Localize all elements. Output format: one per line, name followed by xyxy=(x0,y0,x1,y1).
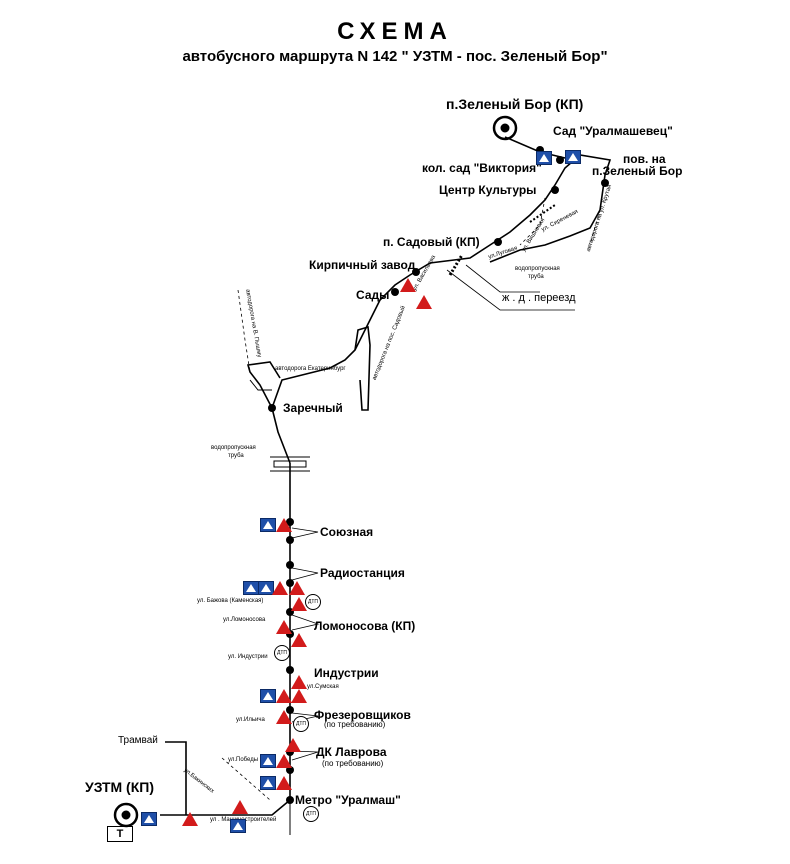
warning-sign-icon xyxy=(272,581,288,595)
stop-sadovy: п. Садовый (КП) xyxy=(383,235,480,249)
leader-lines xyxy=(291,264,575,761)
street-pobedy: ул.Победы xyxy=(228,757,259,763)
warning-sign-icon xyxy=(232,800,248,814)
tram-box: Т xyxy=(107,826,133,842)
stop-radiostanciya: Радиостанция xyxy=(320,566,405,580)
stop-pov-na-1: пов. на xyxy=(623,152,666,166)
stop-sad-uralmash: Сад "Уралмашевец" xyxy=(553,124,673,138)
stop-sady: Сады xyxy=(356,288,390,302)
street-ilyicha: ул.Ильича xyxy=(236,717,265,723)
stop-centr-kultury: Центр Культуры xyxy=(439,183,537,197)
street-sovkhoznaya: ул.Сумская xyxy=(307,684,339,690)
label-vodopropusk-2b: труба xyxy=(528,274,544,280)
warning-sign-icon xyxy=(291,597,307,611)
warning-sign-icon xyxy=(276,518,292,532)
warning-sign-icon xyxy=(276,620,292,634)
stop-frezer: Фрезеровщиков xyxy=(314,708,411,722)
warning-sign-icon xyxy=(276,754,292,768)
warning-sign-icon xyxy=(291,675,307,689)
street-road-ekb: автодорога Екатеринбург xyxy=(275,366,346,372)
label-vodopropusk-1: водопропускная xyxy=(211,445,256,451)
warning-sign-icon xyxy=(400,278,416,292)
warning-sign-icon xyxy=(276,776,292,790)
street-baumanskaya: ул. Бажова (Каменская) xyxy=(197,598,264,604)
stop-pov-na-2: п.Зеленый Бор xyxy=(592,164,683,178)
dtp-marker-4: ДТП xyxy=(303,806,319,822)
warning-sign-icon xyxy=(291,633,307,647)
rail-crossing xyxy=(270,204,556,472)
street-industrii: ул. Индустрии xyxy=(228,654,268,660)
stop-uztm: УЗТМ (КП) xyxy=(85,779,154,795)
warning-sign-icon xyxy=(182,812,198,826)
pedestrian-sign-icon xyxy=(565,150,581,164)
warning-sign-icon xyxy=(289,581,305,595)
pedestrian-sign-icon xyxy=(260,518,276,532)
stop-kirpich: Кирпичный завод xyxy=(309,258,416,272)
dtp-marker-3: ДТП xyxy=(293,716,309,732)
stop-lomonosova: Ломоносова (КП) xyxy=(314,619,416,633)
stop-soyuznaya: Союзная xyxy=(320,525,374,539)
pedestrian-sign-icon xyxy=(536,151,552,165)
stop-dk-note: (по требованию) xyxy=(322,759,384,768)
stop-kol-sad: кол. сад "Виктория" xyxy=(422,161,542,175)
pedestrian-sign-icon xyxy=(141,812,157,826)
label-vodopropusk-1b: труба xyxy=(228,453,244,459)
label-vodopropusk-2: водопропускная xyxy=(515,266,560,272)
warning-sign-icon xyxy=(276,710,292,724)
dashed-roads xyxy=(221,197,601,801)
warning-sign-icon xyxy=(291,689,307,703)
stop-zeleny-bor: п.Зеленый Бор (КП) xyxy=(446,96,584,112)
label-tramvay: Трамвай xyxy=(118,735,158,746)
street-lomonosova: ул.Ломоносова xyxy=(223,617,266,623)
stop-industrii: Индустрии xyxy=(314,666,379,680)
warning-sign-icon xyxy=(416,295,432,309)
pedestrian-sign-icon xyxy=(230,819,246,833)
warning-sign-icon xyxy=(285,738,301,752)
label-zhd-pereezd: ж . д . переезд xyxy=(502,292,576,304)
warning-sign-icon xyxy=(276,689,292,703)
stop-metro: Метро "Уралмаш" xyxy=(295,793,401,807)
dtp-marker-1: ДТП xyxy=(305,594,321,610)
pedestrian-sign-icon xyxy=(260,689,276,703)
schema-subtitle: автобусного маршрута N 142 " УЗТМ - пос.… xyxy=(182,48,608,65)
stop-dk-lavrova: ДК Лаврова xyxy=(316,745,387,759)
pedestrian-sign-icon xyxy=(260,776,276,790)
schema-title: СХЕМА xyxy=(337,18,453,45)
dtp-marker-2: ДТП xyxy=(274,645,290,661)
stop-frezer-note: (по требованию) xyxy=(324,720,386,729)
pedestrian-sign-icon xyxy=(260,754,276,768)
pedestrian-sign-icon xyxy=(243,581,259,595)
stop-zarechny: Заречный xyxy=(283,401,343,415)
